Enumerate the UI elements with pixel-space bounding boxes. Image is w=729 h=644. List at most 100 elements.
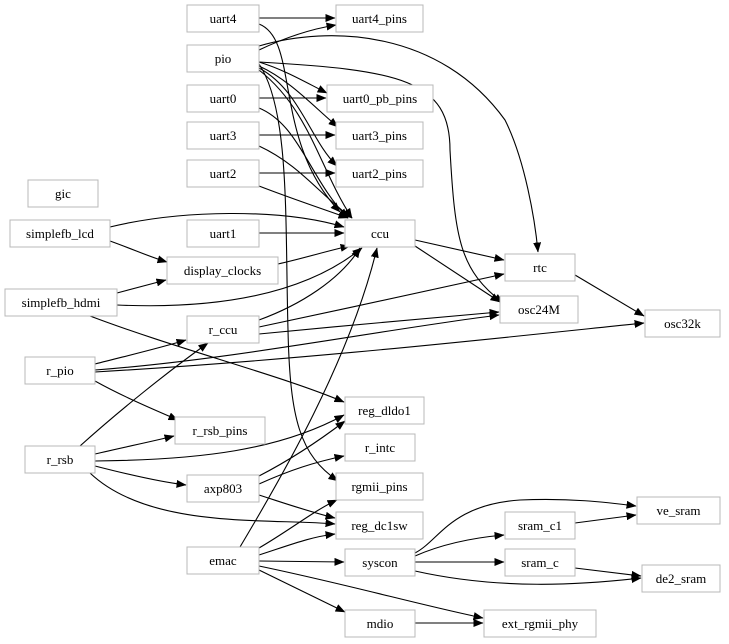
node-label: uart3_pins [352, 128, 407, 143]
node-label: uart2_pins [352, 166, 407, 181]
node-label: sram_c1 [518, 518, 562, 533]
edge-display-clocks-to-ccu [277, 243, 351, 265]
node-box [344, 609, 416, 638]
node-label: r_ccu [209, 322, 238, 337]
node-label: reg_dc1sw [351, 518, 408, 533]
edge-simplefb-lcd-to-display-clocks [109, 240, 168, 264]
node-box [504, 511, 576, 540]
node-reg-dldo1: reg_dldo1 [344, 396, 425, 425]
node-box [344, 219, 416, 248]
node-label: ccu [371, 226, 390, 241]
node-uart1: uart1 [186, 219, 260, 248]
edge-pio-to-rgmii-pins [258, 63, 339, 482]
node-r-intc: r_intc [344, 433, 416, 462]
node-box [24, 356, 96, 385]
edge-simplefb-hdmi-to-ccu [116, 247, 363, 307]
node-label: display_clocks [184, 263, 261, 278]
edge-sram-c-to-de2-sram [574, 567, 642, 579]
node-sram-c1: sram_c1 [504, 511, 576, 540]
node-uart3-pins: uart3_pins [335, 121, 424, 150]
node-osc24M: osc24M [499, 295, 579, 324]
node-rgmii-pins: rgmii_pins [335, 472, 424, 501]
node-label: uart2 [210, 166, 237, 181]
edge-emac-to-syscon [258, 557, 345, 566]
node-label: ext_rgmii_phy [502, 616, 579, 631]
edge-pio-to-uart3-pins [258, 65, 339, 128]
edge-pio-to-uart4-pins [258, 22, 337, 51]
edge-uart0-to-ccu [258, 107, 349, 219]
node-label: pio [215, 51, 232, 66]
node-box [641, 564, 721, 593]
node-r-rsb: r_rsb [24, 445, 96, 474]
edge-pio-to-osc24M [258, 61, 504, 304]
node-label: mdio [367, 616, 394, 631]
node-box [344, 433, 416, 462]
node-label: uart1 [210, 226, 237, 241]
edge-emac-to-ccu [239, 247, 379, 548]
node-box [186, 84, 260, 113]
node-label: uart4_pins [352, 11, 407, 26]
node-label: sram_c [521, 555, 559, 570]
edge-r-ccu-to-ccu [258, 247, 361, 321]
node-box [174, 416, 266, 445]
edge-r-rsb-to-axp803 [94, 465, 187, 488]
edge-syscon-to-de2-sram [414, 570, 642, 585]
edge-axp803-to-reg-dc1sw [258, 494, 336, 520]
node-syscon: syscon [344, 548, 416, 577]
node-uart4: uart4 [186, 4, 260, 33]
edge-simplefb-hdmi-to-reg-dldo1 [89, 315, 345, 403]
node-box [186, 159, 260, 188]
edge-emac-to-mdio [258, 569, 346, 613]
node-label: uart4 [210, 11, 237, 26]
node-uart2-pins: uart2_pins [335, 159, 424, 188]
edge-pio-to-rtc [258, 35, 542, 253]
node-box [504, 253, 576, 282]
node-simplefb-lcd: simplefb_lcd [9, 219, 111, 248]
node-reg-dc1sw: reg_dc1sw [335, 511, 424, 540]
edge-axp803-to-r-intc [258, 454, 345, 485]
edge-r-rsb-to-reg-dldo1 [94, 414, 345, 462]
node-label: uart0 [210, 91, 237, 106]
node-uart2: uart2 [186, 159, 260, 188]
edge-simplefb-lcd-to-ccu [109, 212, 345, 229]
node-label: simplefb_hdmi [22, 295, 101, 310]
node-box [636, 496, 721, 525]
edge-syscon-to-ve-sram [414, 498, 637, 554]
node-box [27, 179, 99, 208]
edge-pio-to-uart2-pins [258, 67, 338, 167]
node-label: simplefb_lcd [26, 226, 94, 241]
node-box [186, 44, 260, 73]
node-label: r_rsb [47, 452, 74, 467]
node-label: r_intc [365, 440, 396, 455]
node-uart0: uart0 [186, 84, 260, 113]
node-ext-rgmii-phy: ext_rgmii_phy [483, 609, 597, 638]
node-label: uart0_pb_pins [343, 91, 417, 106]
node-box [335, 121, 424, 150]
node-emac: emac [186, 546, 260, 575]
edge-ccu-to-osc24M [414, 245, 501, 303]
edge-r-ccu-to-osc24M [258, 308, 500, 335]
node-display-clocks: display_clocks [166, 256, 279, 285]
node-label: syscon [362, 555, 398, 570]
edge-sram-c1-to-ve-sram [574, 512, 637, 524]
edge-r-rsb-to-r-rsb-pins [94, 434, 175, 455]
edge-r-pio-to-r-ccu [94, 338, 187, 365]
node-box [186, 121, 260, 150]
edge-r-rsb-to-r-ccu [79, 342, 209, 447]
node-box [24, 445, 96, 474]
node-r-pio: r_pio [24, 356, 96, 385]
node-label: de2_sram [656, 571, 707, 586]
node-de2-sram: de2_sram [641, 564, 721, 593]
node-box [335, 472, 424, 501]
edge-emac-to-reg-dc1sw [258, 531, 336, 556]
node-box [186, 474, 260, 503]
node-ccu: ccu [344, 219, 416, 248]
node-r-ccu: r_ccu [186, 315, 260, 344]
node-label: ve_sram [656, 503, 700, 518]
edge-r-pio-to-osc32k [94, 320, 645, 373]
node-label: r_pio [46, 363, 73, 378]
node-sram-c: sram_c [504, 548, 576, 577]
node-label: uart3 [210, 128, 237, 143]
node-r-rsb-pins: r_rsb_pins [174, 416, 266, 445]
